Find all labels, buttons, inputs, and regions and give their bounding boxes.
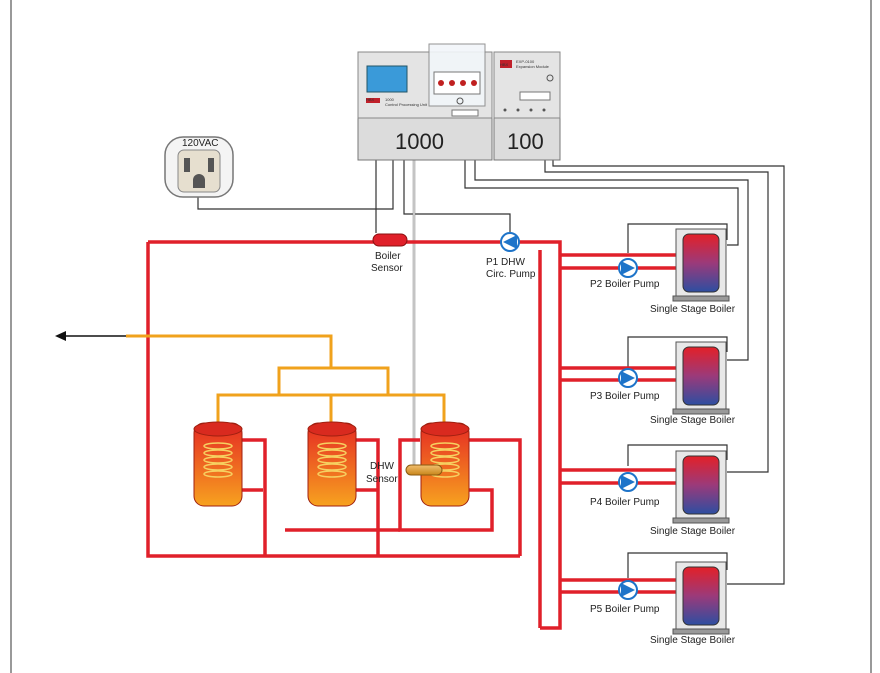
controller-1000-number: 1000 [395, 129, 444, 154]
storage-tank [307, 421, 357, 507]
exp-desc-text: Expansion Module [516, 64, 550, 69]
p1-dhw-pump [500, 232, 520, 252]
main-desc-text: Control Processing Unit [385, 102, 428, 107]
p4-boiler-pump [618, 472, 638, 492]
expansion-module-100 [493, 51, 561, 161]
boiler-unit [672, 450, 730, 524]
boiler-unit [672, 228, 730, 302]
boiler-sensor-label-2: Sensor [371, 263, 403, 274]
main-model-text: 1000 [385, 97, 395, 102]
dhw-sensor-label-2: Sensor [366, 474, 398, 485]
dhw-sensor-label-1: DHW [370, 461, 394, 472]
exp-model-text: EXP-0100 [516, 59, 535, 64]
outlet-label: 120VAC [182, 138, 219, 149]
boiler-unit [672, 561, 730, 635]
p3-pump-label: P3 Boiler Pump [590, 391, 660, 402]
p2-boiler-pump [618, 258, 638, 278]
storage-tank [193, 421, 243, 507]
page-frame [10, 0, 872, 673]
boiler-label: Single Stage Boiler [650, 415, 736, 426]
p1-pump-label-2: Circ. Pump [486, 269, 536, 280]
expansion-100-number: 100 [507, 129, 544, 154]
p1-pump-label-1: P1 DHW [486, 257, 525, 268]
exp-brand-logo: HBX [500, 62, 509, 67]
boiler-sensor [372, 233, 408, 247]
boiler-label: Single Stage Boiler [650, 635, 736, 646]
power-outlet [164, 136, 234, 198]
heating-pipes [146, 240, 680, 630]
dhw-sensor [405, 464, 443, 476]
control-wiring [197, 160, 785, 585]
dhw-outlet-arrow [55, 331, 126, 341]
p3-boiler-pump [618, 368, 638, 388]
dhw-pipes [126, 334, 446, 422]
main-brand-logo: HBX [366, 97, 375, 102]
control-unit-1000 [357, 43, 493, 161]
boiler-label: Single Stage Boiler [650, 304, 736, 315]
p5-pump-label: P5 Boiler Pump [590, 604, 660, 615]
boiler-label: Single Stage Boiler [650, 526, 736, 537]
storage-tank [420, 421, 470, 507]
p2-pump-label: P2 Boiler Pump [590, 279, 660, 290]
boiler-unit [672, 341, 730, 415]
p5-boiler-pump [618, 580, 638, 600]
p4-pump-label: P4 Boiler Pump [590, 497, 660, 508]
boiler-sensor-label-1: Boiler [375, 251, 401, 262]
